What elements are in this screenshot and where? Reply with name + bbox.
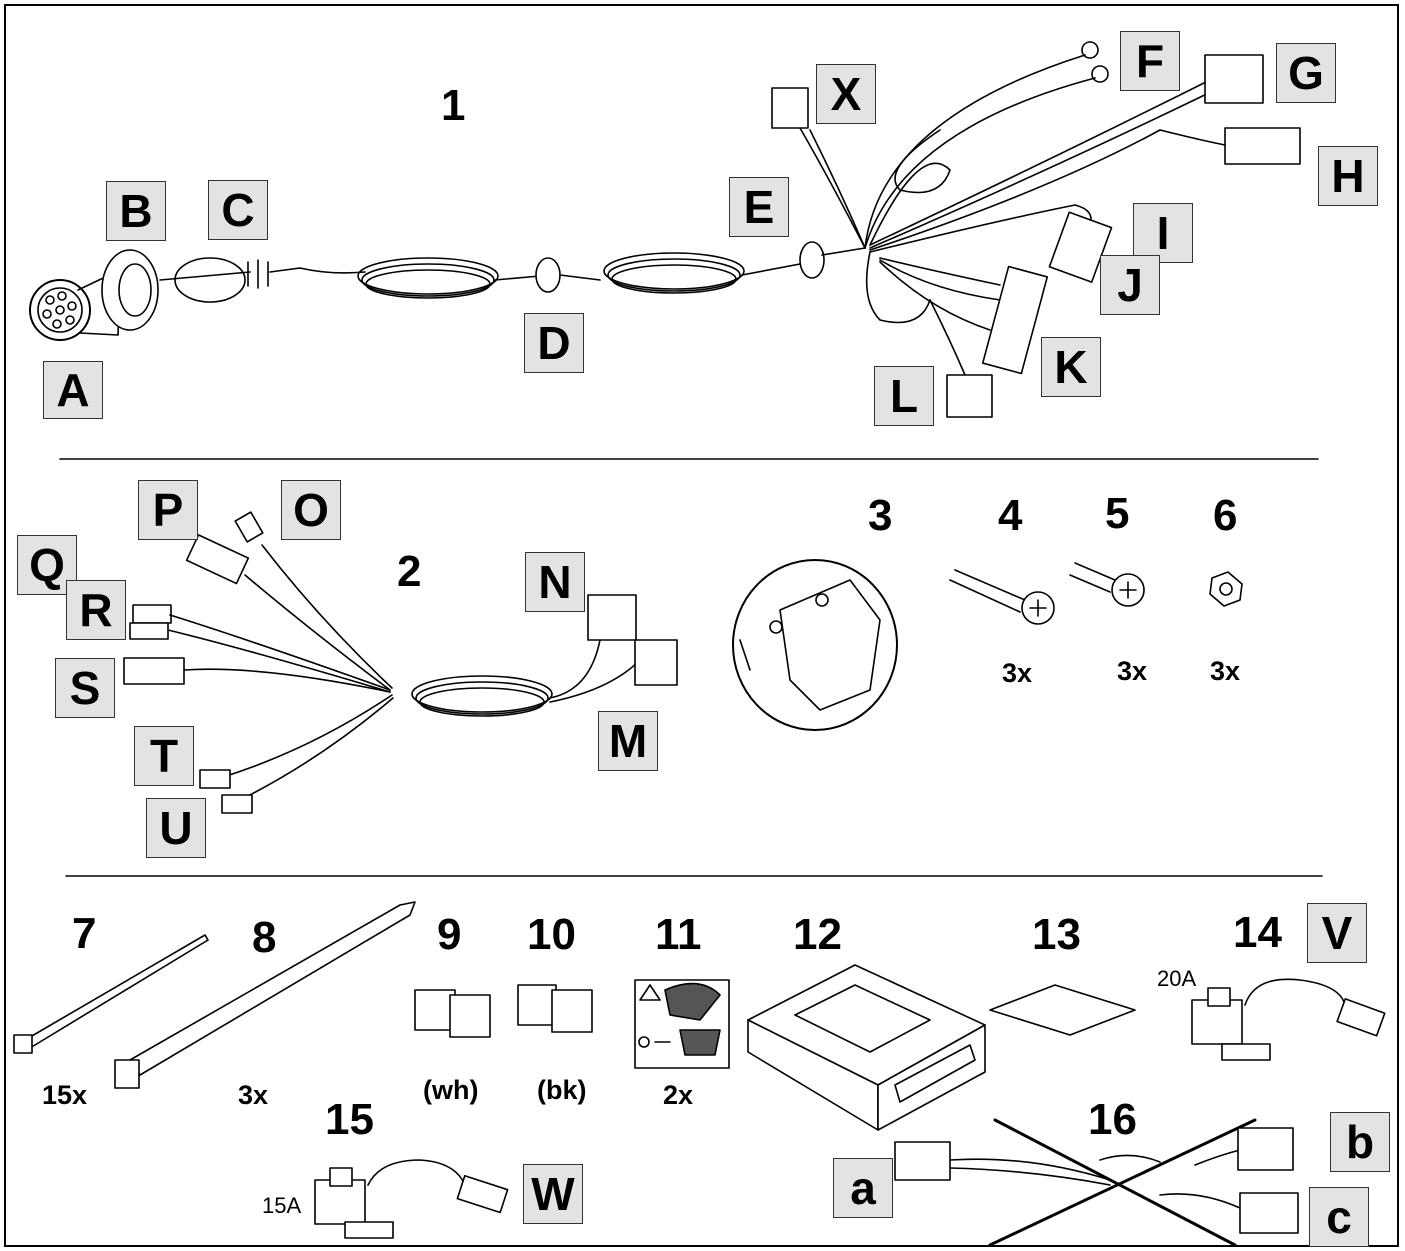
- label-w: W: [523, 1164, 583, 1224]
- label-p: P: [138, 480, 198, 540]
- control-module-12: [747, 964, 986, 1131]
- label-f: F: [1120, 31, 1180, 91]
- qty-9: (wh): [423, 1075, 479, 1105]
- connector-9: [414, 989, 491, 1038]
- connector-10: [517, 984, 593, 1033]
- label-a: A: [43, 361, 103, 419]
- label-v: V: [1307, 903, 1367, 963]
- socket-housing-3: [732, 559, 898, 731]
- adapter-16: [894, 1118, 1299, 1247]
- label-a-lower: a: [833, 1158, 893, 1218]
- label-h: H: [1318, 146, 1378, 206]
- label-g: G: [1276, 43, 1336, 103]
- qty-6: 3x: [1210, 656, 1241, 686]
- part-number-6: 6: [1213, 491, 1238, 540]
- label-e: E: [729, 177, 789, 237]
- label-l: L: [874, 366, 934, 426]
- sticker-11: [634, 979, 730, 1069]
- qty-11: 2x: [663, 1080, 694, 1110]
- label-d: D: [524, 313, 584, 373]
- part-number-3: 3: [868, 491, 893, 540]
- label-t: T: [134, 726, 194, 786]
- label-s: S: [55, 658, 115, 718]
- part-number-10: 10: [527, 910, 576, 959]
- part-number-7: 7: [72, 909, 97, 958]
- label-r: R: [66, 580, 126, 640]
- part-number-16: 16: [1088, 1095, 1137, 1144]
- fuse-holder-14: [1191, 978, 1386, 1061]
- label-j: J: [1100, 255, 1160, 315]
- label-x: X: [816, 64, 876, 124]
- cable-tie-8: [114, 901, 416, 1089]
- label-n: N: [525, 552, 585, 612]
- qty-10: (bk): [537, 1075, 587, 1105]
- label-b-lower: b: [1330, 1112, 1390, 1172]
- section-number-1: 1: [441, 81, 466, 130]
- diagram-frame: [4, 4, 1399, 1247]
- nut-6: [1209, 571, 1243, 607]
- label-q: Q: [17, 535, 77, 595]
- part-number-12: 12: [793, 910, 842, 959]
- label-k: K: [1041, 337, 1101, 397]
- screw-4: [949, 569, 1055, 625]
- harness-2-drawing: [123, 511, 678, 814]
- section-number-2: 2: [397, 547, 422, 596]
- fuse-holder-15: [314, 1159, 509, 1239]
- qty-4: 3x: [1002, 658, 1033, 688]
- cable-tie-7: [13, 934, 209, 1054]
- qty-5: 3x: [1117, 656, 1148, 686]
- label-c-lower: c: [1309, 1187, 1369, 1247]
- harness-1-drawing: [29, 41, 1301, 418]
- part-number-9: 9: [437, 910, 462, 959]
- label-o: O: [281, 480, 341, 540]
- part-number-8: 8: [252, 913, 277, 962]
- part-number-5: 5: [1105, 489, 1130, 538]
- part-number-15: 15: [325, 1095, 374, 1144]
- screw-5: [1069, 562, 1145, 607]
- part-number-11: 11: [655, 910, 702, 959]
- fuse-rating-15: 15A: [262, 1193, 302, 1218]
- label-m: M: [598, 711, 658, 771]
- fuse-rating-14: 20A: [1157, 966, 1197, 991]
- label-c: C: [208, 180, 268, 240]
- part-number-13: 13: [1032, 910, 1081, 959]
- label-b: B: [106, 181, 166, 241]
- part-number-14: 14: [1233, 908, 1282, 957]
- adhesive-pad-13: [989, 984, 1136, 1036]
- qty-7: 15x: [42, 1080, 88, 1110]
- label-i: I: [1133, 203, 1193, 263]
- qty-8: 3x: [238, 1080, 269, 1110]
- part-number-4: 4: [998, 491, 1023, 540]
- label-u: U: [146, 798, 206, 858]
